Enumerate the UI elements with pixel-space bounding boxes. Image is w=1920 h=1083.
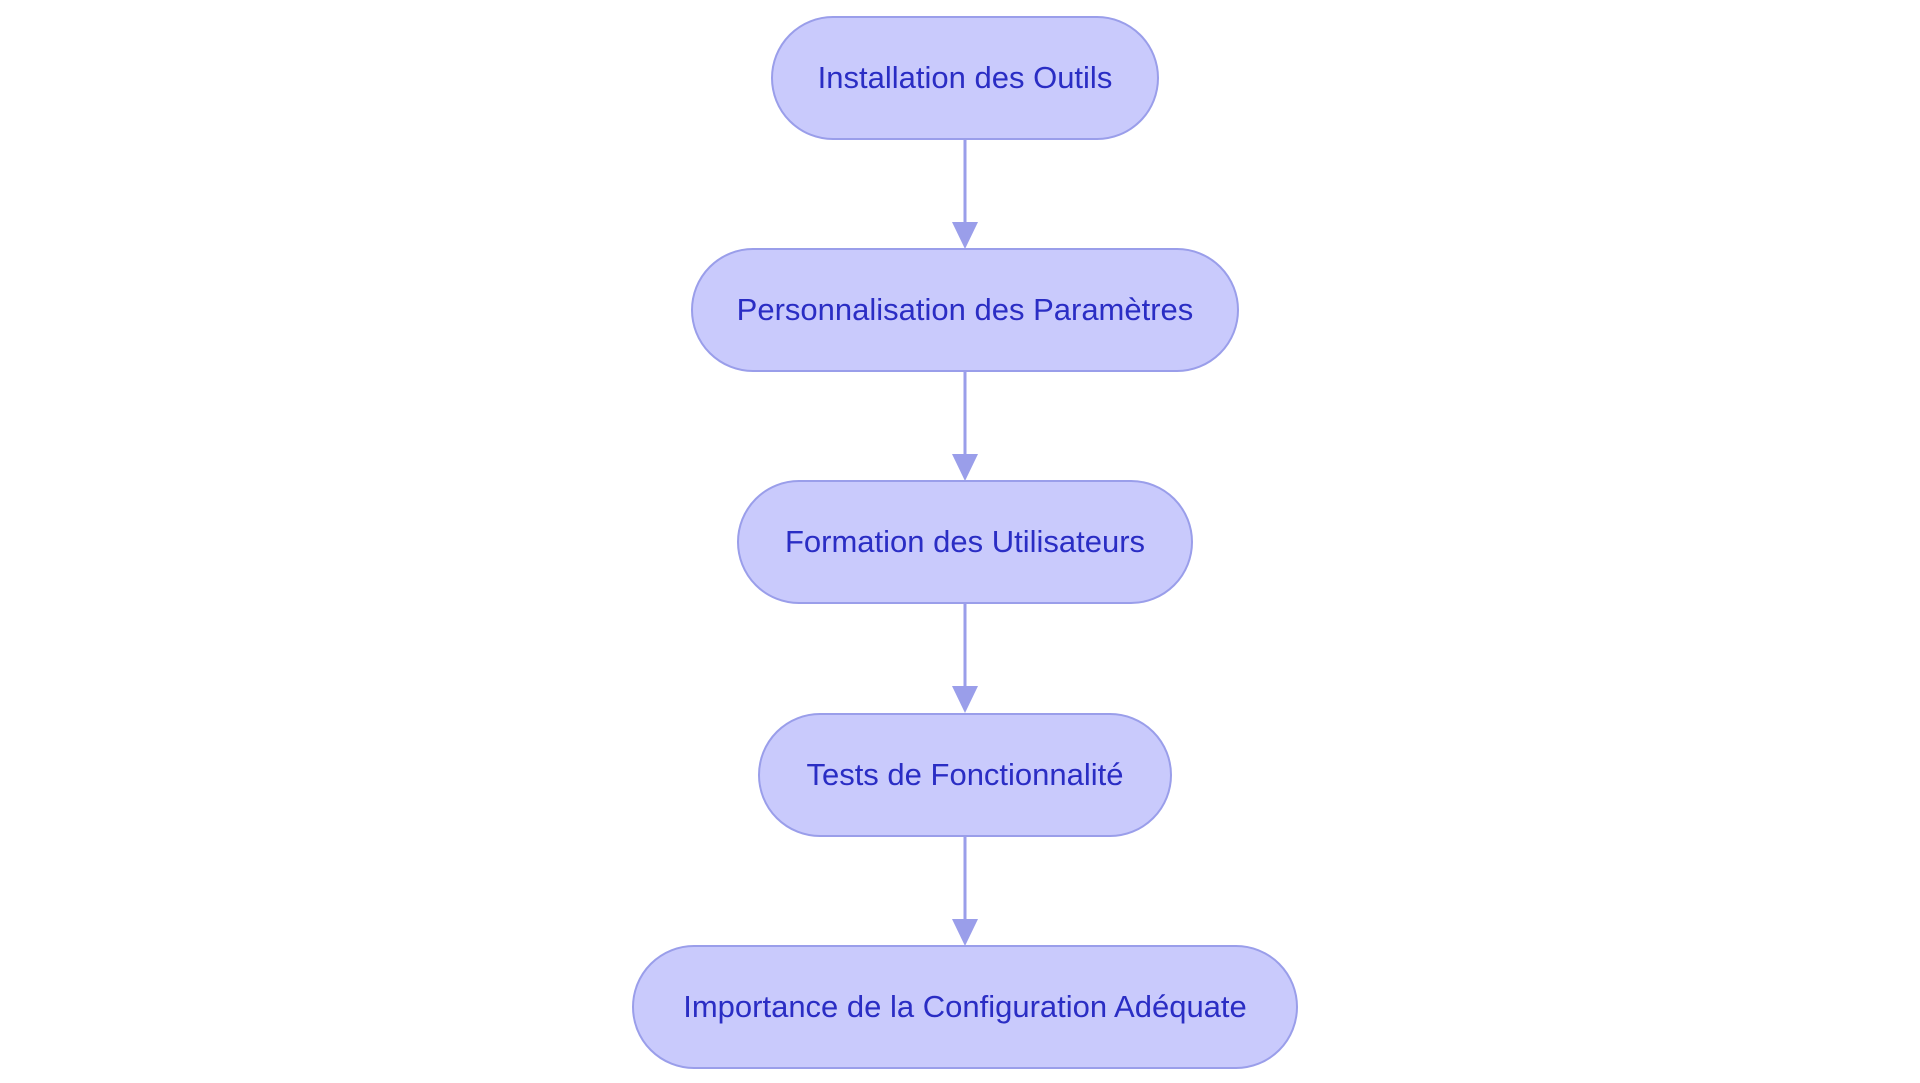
node-label: Importance de la Configuration Adéquate [683,989,1247,1024]
node-importance-de-la-configuration-adequate: Importance de la Configuration Adéquate [632,945,1298,1069]
node-personnalisation-des-parametres: Personnalisation des Paramètres [691,248,1239,372]
edge-installation-personnalisation [952,140,978,249]
edge-formation-tests [952,604,978,713]
arrowhead-icon [952,454,978,481]
node-formation-des-utilisateurs: Formation des Utilisateurs [737,480,1193,604]
edge-tests-importance [952,837,978,946]
arrowhead-icon [952,919,978,946]
arrowhead-icon [952,222,978,249]
node-tests-de-fonctionnalite: Tests de Fonctionnalité [758,713,1172,837]
node-label: Installation des Outils [817,60,1113,95]
node-label: Formation des Utilisateurs [784,524,1146,559]
arrowhead-icon [952,686,978,713]
edge-personnalisation-formation [952,372,978,481]
node-installation-des-outils: Installation des Outils [771,16,1159,140]
node-label: Tests de Fonctionnalité [806,757,1124,792]
node-label: Personnalisation des Paramètres [736,292,1194,327]
